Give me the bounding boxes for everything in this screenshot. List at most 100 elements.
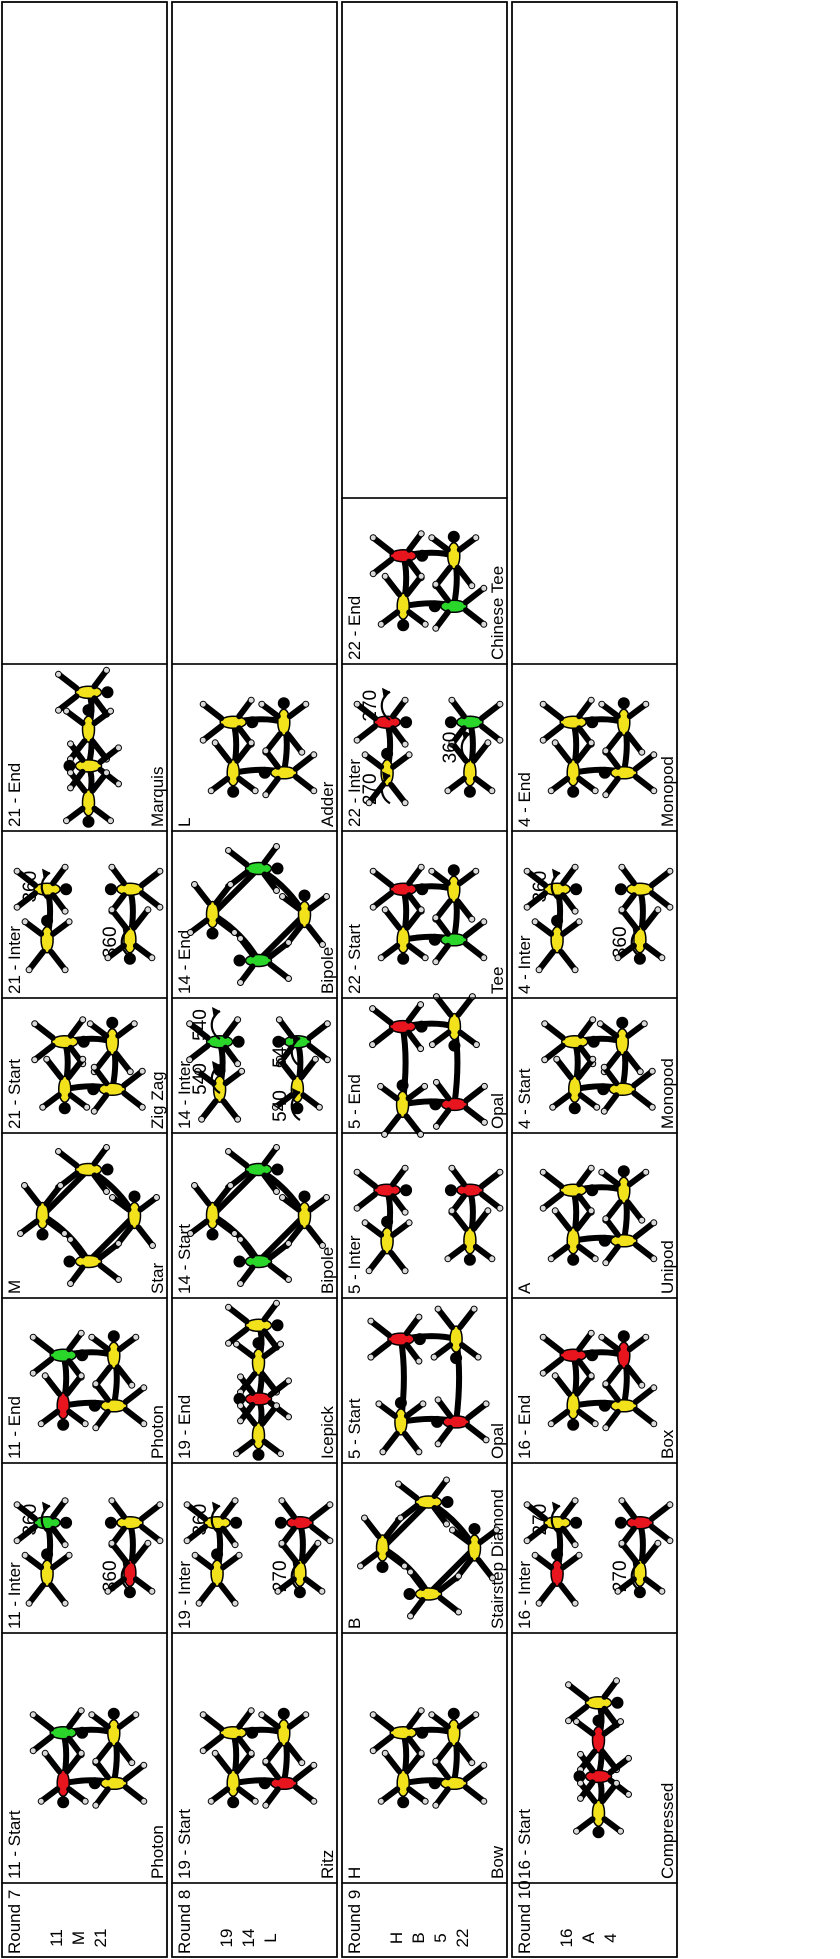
limb-tip: [56, 1149, 62, 1155]
skydiver-figure: [370, 531, 428, 581]
limb-tip: [226, 1304, 232, 1310]
limb-tip: [38, 1798, 44, 1804]
head-shape: [59, 1102, 71, 1114]
limb-tip: [109, 1540, 115, 1546]
limb-tip: [554, 1056, 560, 1062]
limb-tip: [542, 1057, 548, 1063]
limb-tip: [30, 1334, 36, 1340]
limb-tip: [259, 701, 265, 707]
head-shape: [597, 1083, 609, 1095]
formation-cell: 19 - EndIcepick: [172, 1298, 337, 1463]
rotation-degrees: 360: [20, 1504, 41, 1536]
head-shape: [207, 928, 219, 940]
limb-tip: [601, 1064, 607, 1070]
formation-name: Zig Zag: [148, 1071, 167, 1129]
formation-step-label: L: [175, 818, 194, 827]
limb-tip: [116, 1241, 122, 1247]
limb-tip: [429, 1712, 435, 1718]
empty-cell: [2, 2, 167, 664]
limb-tip: [416, 1449, 422, 1455]
grip-link: [213, 1170, 259, 1216]
head-shape: [102, 686, 114, 698]
limb-tip: [154, 1195, 160, 1201]
cell-border: [512, 1633, 677, 1883]
limb-tip: [26, 967, 32, 973]
limb-tip: [89, 1334, 95, 1340]
formation-cell: 16 - Inter270270: [512, 1463, 677, 1633]
limb-tip: [536, 967, 542, 973]
limb-tip: [603, 1425, 609, 1431]
limb-tip: [238, 936, 244, 942]
limb-tip: [234, 1451, 240, 1457]
sequence-item: 19: [217, 1929, 236, 1948]
limb-tip: [68, 741, 74, 747]
head-shape: [397, 1079, 409, 1091]
cell-border: [172, 664, 337, 831]
limb-tip: [590, 1056, 596, 1062]
formation-step-label: 5 - End: [345, 1074, 364, 1129]
limb-tip: [370, 1006, 376, 1012]
limb-tip: [238, 980, 244, 986]
limb-tip: [659, 955, 665, 961]
limb-tip: [433, 1123, 439, 1129]
cell-border: [2, 1298, 167, 1463]
rotation-degrees: 540: [190, 1009, 211, 1041]
limb-tip: [62, 1600, 68, 1606]
head-shape: [41, 1548, 53, 1560]
limb-tip: [473, 1712, 479, 1718]
head-shape: [230, 1517, 242, 1529]
limb-tip: [552, 1373, 558, 1379]
sequence-item: L: [261, 1933, 280, 1942]
limb-tip: [62, 864, 68, 870]
rotation-degrees: 540: [270, 1036, 291, 1068]
limb-tip: [497, 1205, 503, 1211]
skydiver-figure: [396, 1477, 454, 1527]
limb-tip: [578, 1751, 584, 1757]
limb-tip: [469, 583, 475, 589]
formation-step-label: 5 - Start: [345, 1398, 364, 1459]
rotation-degrees: 270: [360, 690, 381, 722]
limb-tip: [104, 1145, 110, 1151]
limb-tip: [263, 1802, 269, 1808]
skydiver-figure: [234, 936, 292, 986]
limb-tip: [473, 535, 479, 541]
limb-tip: [139, 1104, 145, 1110]
formation-step-label: 21 - Start: [5, 1059, 24, 1129]
limb-tip: [418, 531, 424, 537]
limb-tip: [651, 1256, 657, 1262]
limb-tip: [489, 1256, 495, 1262]
formation-name: Photon: [148, 1825, 167, 1879]
cell-border: [172, 1633, 337, 1883]
limb-tip: [649, 1068, 655, 1074]
limb-tip: [248, 740, 254, 746]
limb-tip: [286, 1378, 292, 1384]
sequence-item: M: [69, 1931, 88, 1945]
round-label: Round 7: [5, 1890, 24, 1954]
head-shape: [108, 1708, 120, 1720]
formation-name: Icepick: [318, 1406, 337, 1459]
formation-cell: 19 - StartRitz: [172, 1633, 337, 1883]
limb-tip: [590, 1017, 596, 1023]
limb-tip: [311, 788, 317, 794]
limb-tip: [422, 1083, 428, 1089]
limb-tip: [667, 1538, 673, 1544]
formation-name: Bipole: [318, 947, 337, 994]
limb-tip: [324, 1021, 330, 1027]
head-shape: [586, 716, 598, 728]
limb-tip: [232, 1600, 238, 1606]
formation-step-label: 19 - Inter: [175, 1561, 194, 1629]
head-shape: [272, 1164, 284, 1176]
limb-tip: [456, 1609, 462, 1615]
head-shape: [448, 864, 460, 876]
cell-border: [342, 1463, 507, 1633]
limb-tip: [212, 740, 218, 746]
limb-tip: [574, 1828, 580, 1834]
limb-tip: [408, 1569, 414, 1575]
limb-tip: [422, 1798, 428, 1804]
formation-cell: 22 - StartTee: [342, 831, 507, 998]
formation-step-label: 4 - Start: [515, 1068, 534, 1129]
limb-tip: [659, 1588, 665, 1594]
limb-tip: [601, 1108, 607, 1114]
limb-tip: [68, 1237, 74, 1243]
